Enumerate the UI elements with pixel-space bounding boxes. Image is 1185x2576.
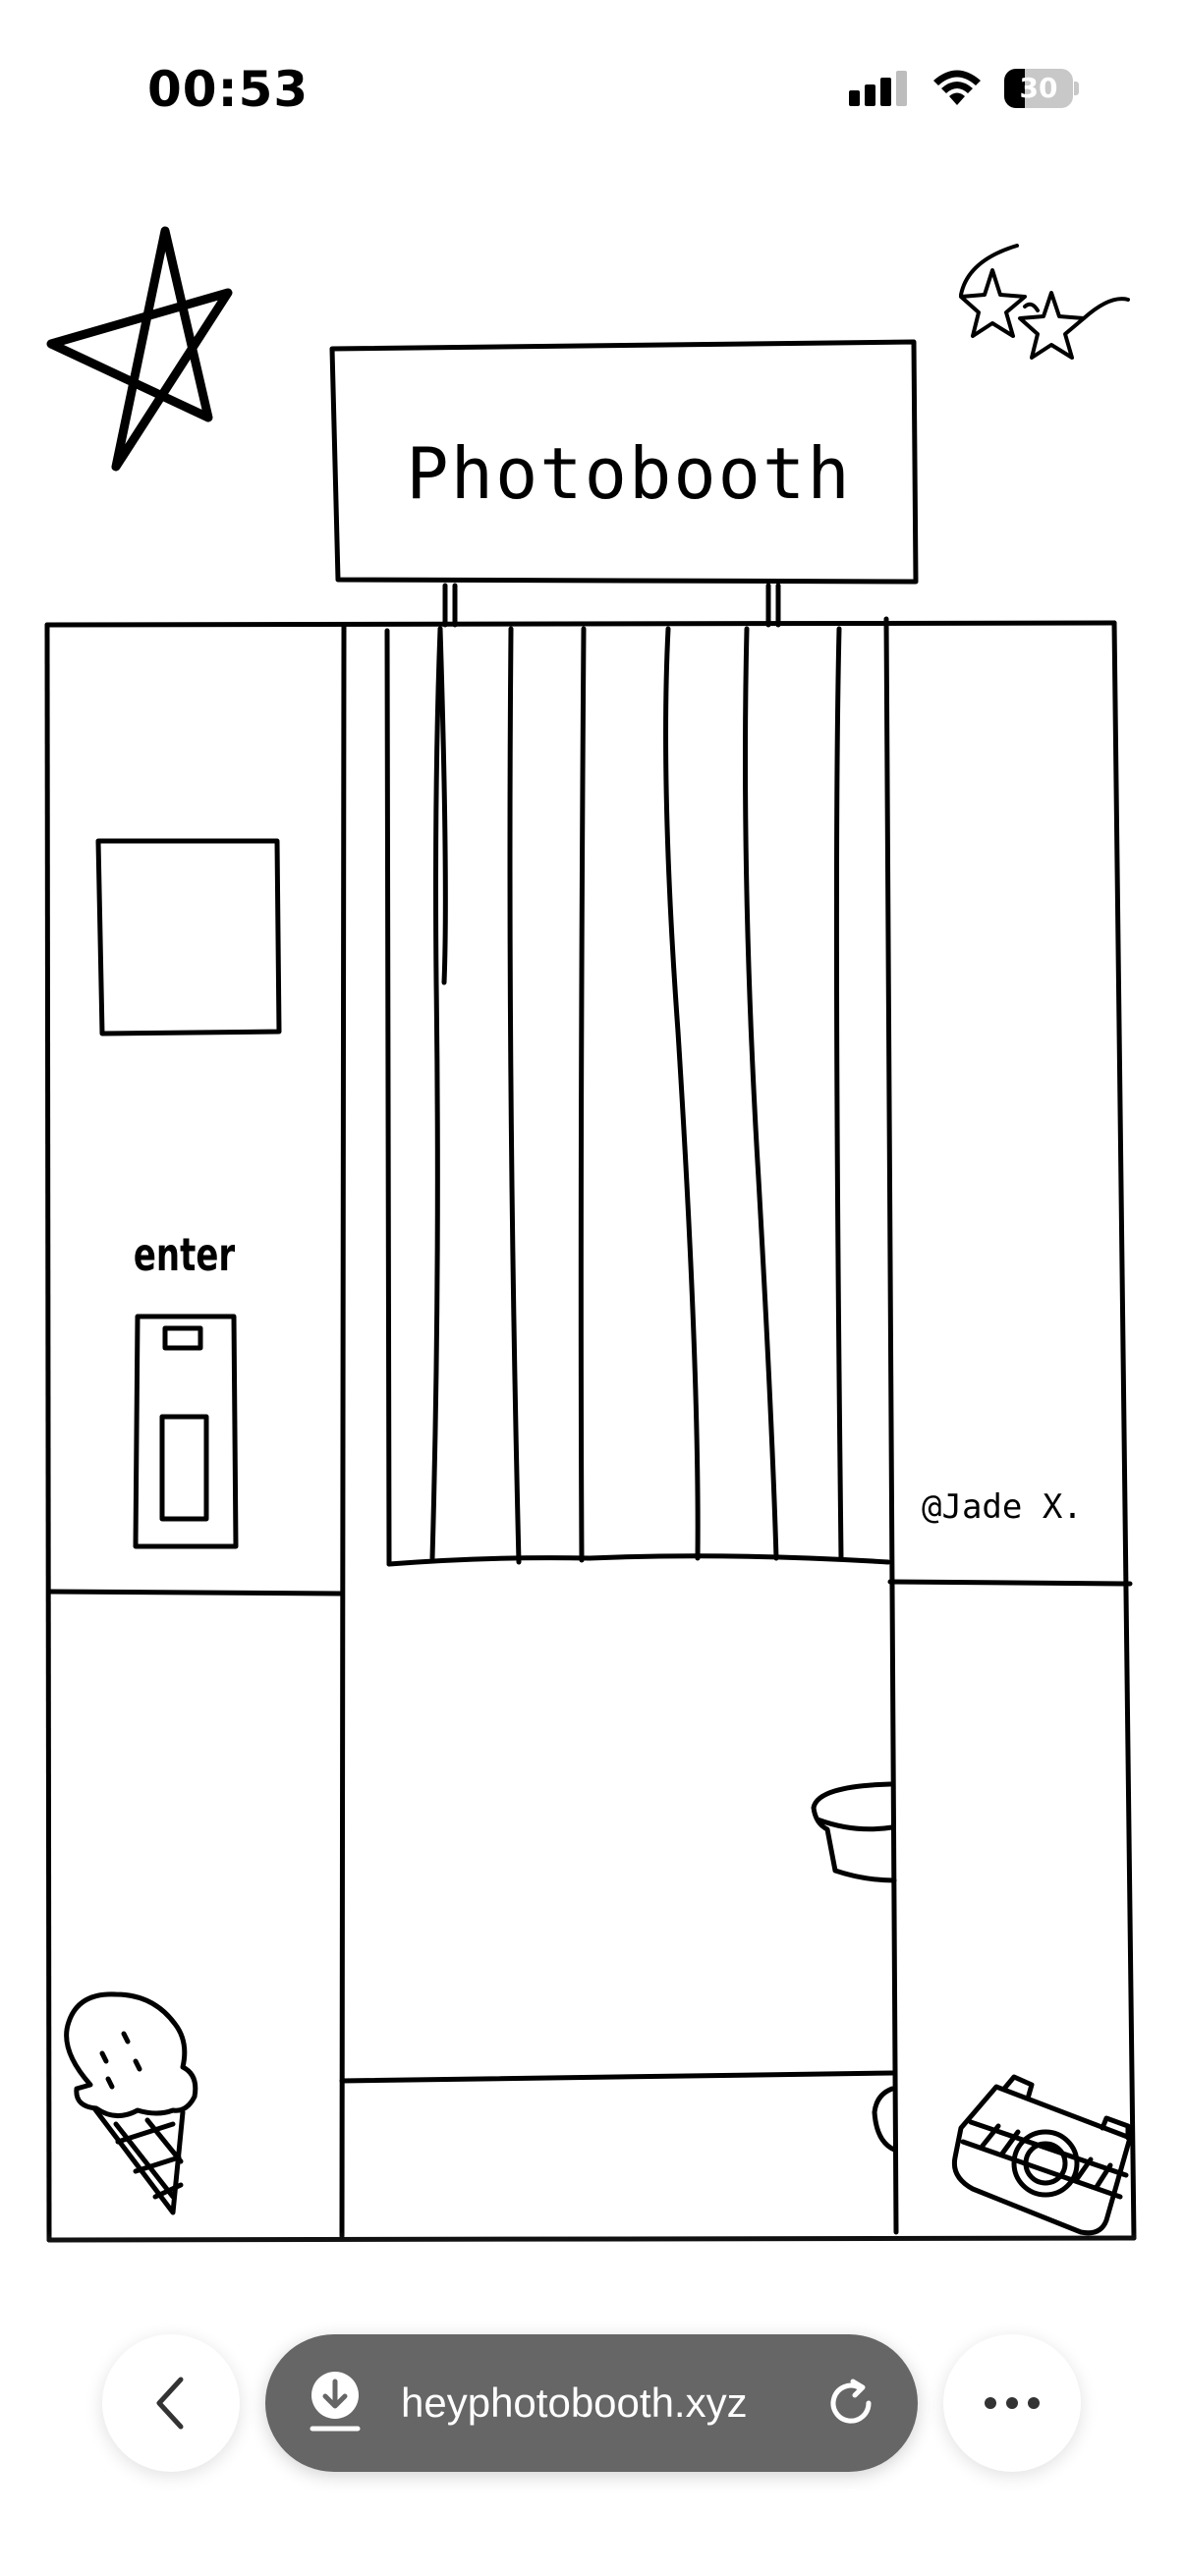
enter-label: enter [133, 1228, 236, 1281]
photobooth-sign [329, 339, 919, 628]
photobooth-drawing [44, 226, 1137, 2243]
address-bar[interactable]: heyphotobooth.xyz [265, 2334, 918, 2472]
back-button[interactable] [102, 2334, 240, 2472]
booth-frame [44, 616, 1137, 2243]
status-icons: 30 [849, 69, 1079, 108]
more-icon [985, 2397, 1040, 2409]
battery-icon: 30 [1004, 69, 1079, 108]
enter-booth-curtain[interactable] [342, 625, 890, 2079]
star-sunglasses-doodle [959, 244, 1130, 360]
wifi-icon [933, 70, 981, 105]
more-button[interactable] [943, 2334, 1081, 2472]
download-icon[interactable] [305, 2370, 366, 2435]
camera-doodle [951, 2074, 1133, 2236]
url-text: heyphotobooth.xyz [401, 2380, 748, 2426]
reload-icon[interactable] [825, 2378, 876, 2429]
status-time: 00:53 [147, 61, 310, 118]
cellular-signal-icon [849, 71, 907, 106]
status-bar: 00:53 30 [0, 0, 1185, 196]
coin-slot [133, 1314, 239, 1549]
curtain [384, 626, 891, 1567]
sign-title: Photobooth [406, 432, 852, 515]
booth-screen [95, 838, 282, 1036]
star-doodle [46, 226, 233, 472]
credit-label: @Jade X. [922, 1487, 1083, 1527]
enter-coin-slot[interactable] [118, 1228, 255, 1552]
stool [811, 1781, 897, 2153]
battery-percent: 30 [1019, 72, 1058, 104]
back-chevron-icon [156, 2377, 184, 2430]
ice-cream-doodle [64, 1991, 198, 2215]
browser-toolbar: heyphotobooth.xyz [0, 2230, 1185, 2576]
